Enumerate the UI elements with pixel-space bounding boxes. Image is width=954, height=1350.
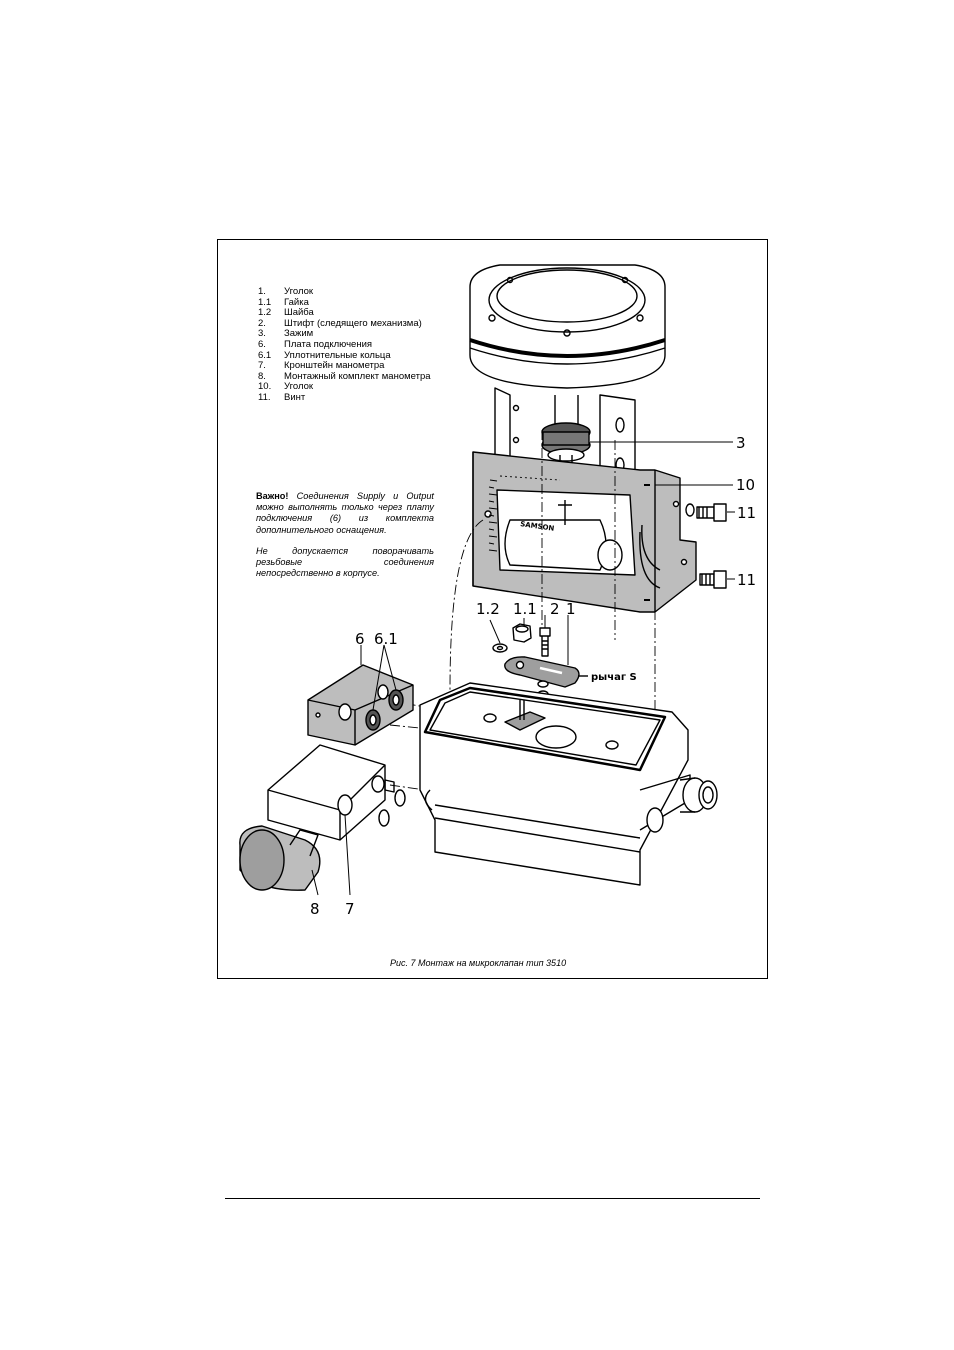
bolt-lower	[699, 570, 727, 589]
note-text-2: Не допускается поворачивать резьбовые со…	[256, 545, 434, 579]
actuator-housing	[469, 264, 666, 389]
legend-num: 6.	[258, 338, 266, 350]
callout-1-1: 1.1	[513, 600, 537, 618]
callout-6-1: 6.1	[374, 630, 398, 648]
legend-row: 7. Кронштейн манометра	[258, 361, 431, 372]
legend-label: Штифт (следящего механизма)	[284, 317, 422, 329]
bolt-upper	[685, 503, 727, 522]
cable-gland	[679, 777, 718, 813]
legend-row: 3. Зажим	[258, 329, 431, 340]
callout-6: 6	[355, 630, 365, 648]
legend-num: 11.	[258, 391, 271, 403]
callout-1: 1	[566, 600, 576, 618]
legend-label: Плата подключения	[284, 338, 373, 350]
legend-num: 3.	[258, 328, 266, 340]
legend-label: Уголок	[284, 381, 314, 393]
callout-7: 7	[345, 900, 355, 918]
washer	[492, 643, 508, 653]
travel-scale	[488, 475, 561, 552]
note-lead: Важно!	[256, 491, 289, 501]
parts-legend: 1. Уголок 1.1 Гайка 1.2 Шайба 2. Штифт (след…	[258, 286, 431, 404]
legend-num: 2.	[258, 317, 266, 329]
legend-row: 1.1 Гайка	[258, 296, 431, 309]
legend-row: 6.1 Уплотнительные кольца	[258, 349, 431, 362]
valve-body	[504, 500, 623, 571]
legend-num: 6.1	[258, 349, 272, 361]
legend-num: 1.2	[258, 307, 272, 319]
legend-label: Шайба	[284, 307, 314, 319]
callout-8: 8	[310, 900, 320, 918]
legend-row: 6. Плата подключения	[258, 338, 431, 351]
legend-num: 1.1	[258, 296, 272, 308]
footer-rule	[225, 1198, 760, 1199]
legend-row: 8. Монтажный комплект манометра	[258, 370, 431, 383]
note-text-1: Соединения Supply и Output можно выполня…	[256, 491, 434, 535]
legend-row: 10. Уголок	[258, 382, 431, 393]
legend-label: Винт	[284, 391, 306, 403]
callout-11-lower: 11	[737, 571, 756, 589]
legend-label: Гайка	[284, 296, 309, 308]
nut	[512, 623, 532, 643]
positioner-housing	[419, 682, 718, 886]
gauge-bracket	[267, 744, 406, 841]
figure-caption: Рис. 7 Монтаж на микроклапан тип 3510	[390, 958, 567, 968]
callout-11-upper: 11	[737, 504, 756, 522]
legend-label: Уголок	[284, 286, 314, 297]
follower-pin	[539, 627, 551, 657]
important-note: Важно! Соединения Supply и Output можно …	[256, 491, 434, 589]
callout-2: 2	[550, 600, 560, 618]
legend-num: 1.	[258, 286, 266, 297]
lever-label: рычаг S	[591, 672, 637, 683]
legend-label: Кронштейн манометра	[284, 360, 385, 372]
connection-plate	[307, 664, 414, 746]
callout-1-2: 1.2	[476, 600, 500, 618]
legend-row: 11. Винт	[258, 391, 431, 404]
stem-clamp	[541, 395, 591, 520]
legend-row: 1. Уголок	[258, 286, 431, 298]
legend-num: 10.	[258, 381, 272, 393]
callout-leaders	[590, 441, 735, 580]
legend-num: 8.	[258, 370, 266, 382]
legend-num: 7.	[258, 360, 266, 372]
legend-label: Уплотнительные кольца	[284, 349, 391, 361]
legend-label: Зажим	[284, 328, 314, 340]
legend-row: 1.2 Шайба	[258, 308, 431, 319]
lower-leaders	[311, 615, 569, 896]
callout-10: 10	[736, 476, 755, 494]
legend-label: Монтажный комплект манометра	[284, 370, 431, 382]
gauge-kit	[239, 825, 321, 891]
callout-3: 3	[736, 434, 746, 452]
legend-row: 2. Штифт (следящего механизма)	[258, 317, 431, 330]
figure-frame	[217, 239, 768, 979]
